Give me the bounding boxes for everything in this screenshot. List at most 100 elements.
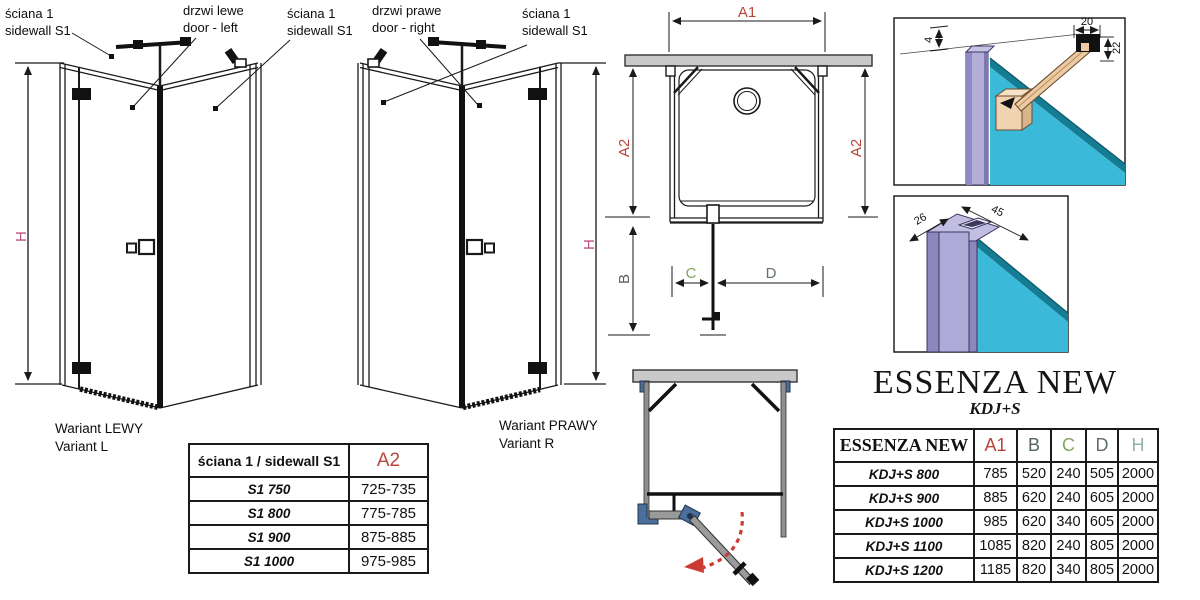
- caption-line: Variant L: [55, 438, 109, 454]
- table-row: KDJ+S 1200 1185 820 340 805 2000: [833, 557, 1159, 583]
- value-cell: 975-985: [348, 548, 429, 574]
- table-row: S1 800 775-785: [188, 500, 429, 526]
- dim-h-left: H: [13, 231, 30, 242]
- callout-line: door - left: [183, 19, 238, 35]
- model-cell: S1 750: [188, 476, 350, 502]
- value-cell: 620: [1016, 509, 1052, 535]
- table-row: KDJ+S 1100 1085 820 240 805 2000: [833, 533, 1159, 559]
- variant-left-drawing: H: [13, 32, 291, 411]
- dim-h-right: H: [581, 239, 598, 250]
- door-swing-drawing: [632, 369, 798, 587]
- callout-line: door - right: [372, 19, 435, 35]
- value-cell: 605: [1085, 509, 1119, 535]
- value-cell: 805: [1085, 533, 1119, 559]
- sidewall-size-table: ściana 1 / sidewall S1 A2 S1 750 725-735…: [188, 443, 429, 574]
- value-cell: 605: [1085, 485, 1119, 511]
- callout-line: ściana 1: [522, 6, 571, 21]
- model-cell: KDJ+S 1200: [833, 557, 975, 583]
- title-block: ESSENZA NEW KDJ+S: [833, 364, 1157, 419]
- table-row: S1 900 875-885: [188, 524, 429, 550]
- value-cell: 820: [1016, 557, 1052, 583]
- value-cell: 1085: [973, 533, 1018, 559]
- callout-line: sidewall S1: [287, 22, 353, 38]
- callout-line: ściana 1: [287, 6, 336, 21]
- caption-line: Wariant PRAWY: [499, 418, 598, 433]
- dim-4: 4: [923, 37, 935, 43]
- dim-b: B: [616, 274, 633, 284]
- value-cell: 240: [1050, 485, 1087, 511]
- dim-c: C: [686, 265, 697, 282]
- column-header: ściana 1 / sidewall S1: [188, 443, 350, 478]
- value-cell: 985: [973, 509, 1018, 535]
- value-cell: 2000: [1117, 485, 1159, 511]
- callout-sidewall-s1-left: ściana 1 sidewall S1: [5, 6, 71, 39]
- detail-drawing-2: 26 45: [893, 195, 1069, 353]
- dim-a2-left: A2: [616, 139, 633, 157]
- dim-d: D: [766, 265, 777, 282]
- column-header-a1: A1: [973, 428, 1018, 463]
- table-row: S1 750 725-735: [188, 476, 429, 502]
- value-cell: 2000: [1117, 557, 1159, 583]
- value-cell: 2000: [1117, 461, 1159, 487]
- model-cell: S1 1000: [188, 548, 350, 574]
- product-model: KDJ+S: [969, 399, 1021, 418]
- detail-drawing-1: 4 20 22: [893, 16, 1126, 186]
- column-header-a2: A2: [348, 443, 429, 478]
- model-cell: KDJ+S 1000: [833, 509, 975, 535]
- value-cell: 620: [1016, 485, 1052, 511]
- main-size-table: ESSENZA NEW A1 B C D H KDJ+S 800 785 520…: [833, 428, 1159, 583]
- model-cell: S1 800: [188, 500, 350, 526]
- column-header-d: D: [1085, 428, 1119, 463]
- value-cell: 505: [1085, 461, 1119, 487]
- callout-line: drzwi lewe: [183, 3, 244, 18]
- caption-line: Variant R: [499, 435, 555, 451]
- dim-26: 26: [912, 211, 929, 228]
- model-cell: KDJ+S 800: [833, 461, 975, 487]
- caption-line: Wariant LEWY: [55, 421, 144, 436]
- value-cell: 2000: [1117, 533, 1159, 559]
- variant-right-drawing: H: [357, 37, 606, 411]
- dim-45: 45: [989, 203, 1005, 219]
- dim-a2-right: A2: [848, 139, 865, 157]
- model-cell: KDJ+S 900: [833, 485, 975, 511]
- value-cell: 785: [973, 461, 1018, 487]
- dim-20: 20: [1081, 16, 1093, 28]
- table-header-row: ESSENZA NEW A1 B C D H: [833, 428, 1159, 463]
- callout-line: sidewall S1: [522, 22, 588, 38]
- column-header-b: B: [1016, 428, 1052, 463]
- callout-line: ściana 1: [5, 6, 54, 21]
- column-header-c: C: [1050, 428, 1087, 463]
- callout-sidewall-s1-mid: ściana 1 sidewall S1: [287, 6, 353, 39]
- value-cell: 725-735: [348, 476, 429, 502]
- callout-door-right: drzwi prawe door - right: [372, 3, 441, 36]
- callout-line: drzwi prawe: [372, 3, 442, 18]
- product-title: ESSENZA NEW: [872, 364, 1118, 401]
- value-cell: 805: [1085, 557, 1119, 583]
- value-cell: 240: [1050, 461, 1087, 487]
- caption-variant-left: Wariant LEWY Variant L: [55, 420, 143, 456]
- value-cell: 820: [1016, 533, 1052, 559]
- value-cell: 340: [1050, 557, 1087, 583]
- value-cell: 340: [1050, 509, 1087, 535]
- value-cell: 875-885: [348, 524, 429, 550]
- table-row: KDJ+S 1000 985 620 340 605 2000: [833, 509, 1159, 535]
- callout-door-left: drzwi lewe door - left: [183, 3, 244, 36]
- dim-a1: A1: [738, 4, 756, 21]
- model-cell: KDJ+S 1100: [833, 533, 975, 559]
- value-cell: 520: [1016, 461, 1052, 487]
- value-cell: 1185: [973, 557, 1018, 583]
- callout-sidewall-s1-right: ściana 1 sidewall S1: [522, 6, 588, 39]
- value-cell: 775-785: [348, 500, 429, 526]
- top-view-drawing: A1 A2 A2 B: [605, 4, 878, 336]
- table-row: KDJ+S 800 785 520 240 505 2000: [833, 461, 1159, 487]
- caption-variant-right: Wariant PRAWY Variant R: [499, 417, 598, 453]
- value-cell: 2000: [1117, 509, 1159, 535]
- table-row: S1 1000 975-985: [188, 548, 429, 574]
- value-cell: 240: [1050, 533, 1087, 559]
- column-header-h: H: [1117, 428, 1159, 463]
- model-cell: S1 900: [188, 524, 350, 550]
- table-header-row: ściana 1 / sidewall S1 A2: [188, 443, 429, 478]
- dim-22: 22: [1111, 42, 1123, 54]
